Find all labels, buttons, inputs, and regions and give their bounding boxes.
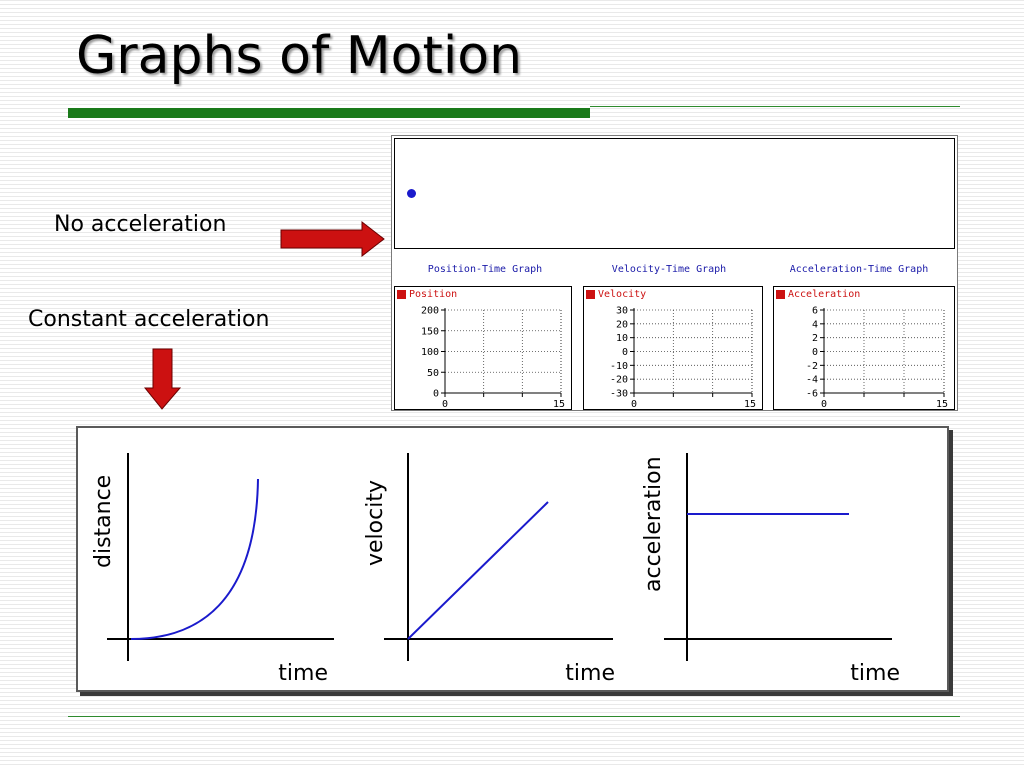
distance-time-label: time	[278, 661, 328, 686]
velocity-y-tick-label: -10	[610, 361, 628, 372]
acceleration-y-tick-label: 0	[812, 347, 818, 358]
position-y-tick-label: 150	[421, 326, 439, 337]
position-time-plot: 200 150 100 50 00 15	[421, 306, 565, 411]
motion-graphs-svg: distance time velocity time acceleration…	[91, 453, 900, 686]
acceleration-y-tick-label: 6	[812, 306, 818, 317]
velocity-y-tick-label: -30	[610, 389, 628, 400]
motion-simulation-panel: Position-Time Graph Velocity-Time Graph …	[391, 135, 958, 411]
velocity-legend-label: Velocity	[598, 289, 647, 300]
velocity-x-tick-label: 15	[744, 399, 756, 410]
acceleration-time-graph: acceleration time	[641, 453, 900, 686]
slide-title: Graphs of Motion	[76, 26, 523, 86]
position-y-tick-label: 0	[433, 389, 439, 400]
moving-object-dot	[407, 189, 416, 198]
velocity-graph-title: Velocity-Time Graph	[611, 264, 727, 275]
acceleration-legend-label: Acceleration	[788, 289, 861, 300]
right-arrow-icon	[280, 220, 385, 258]
acceleration-axis-label: acceleration	[641, 456, 666, 592]
acceleration-legend-swatch	[776, 290, 785, 299]
no-acceleration-label: No acceleration	[54, 212, 227, 237]
velocity-y-tick-label: 0	[622, 347, 628, 358]
velocity-legend: Velocity	[586, 289, 646, 300]
distance-axis-label: distance	[91, 475, 116, 568]
position-y-tick-label: 50	[427, 368, 439, 379]
velocity-y-tick-label: -20	[610, 375, 628, 386]
velocity-legend-swatch	[586, 290, 595, 299]
acceleration-legend: Acceleration	[776, 289, 860, 300]
constant-acceleration-label: Constant acceleration	[28, 307, 270, 332]
acceleration-time-label: time	[850, 661, 900, 686]
position-x-tick-label: 15	[553, 399, 565, 410]
position-graph-title: Position-Time Graph	[427, 264, 543, 275]
velocity-y-tick-label: 10	[616, 333, 628, 344]
velocity-line	[407, 501, 549, 640]
position-legend-label: Position	[409, 289, 458, 300]
motion-graphs-panel: distance time velocity time acceleration…	[76, 426, 949, 692]
acceleration-y-tick-label: -6	[806, 389, 818, 400]
velocity-y-tick-label: 30	[616, 306, 628, 317]
acceleration-y-tick-label: -2	[806, 361, 818, 372]
title-underline-bar	[68, 108, 590, 118]
acceleration-x-tick-label: 0	[821, 399, 827, 410]
velocity-time-graph: velocity time	[363, 453, 615, 686]
position-legend-swatch	[397, 290, 406, 299]
simulation-track	[394, 138, 955, 249]
acceleration-y-tick-label: 4	[812, 319, 818, 330]
distance-curve	[130, 478, 259, 640]
acceleration-y-tick-label: 2	[812, 333, 818, 344]
bottom-divider	[68, 716, 960, 717]
title-underline-thin	[590, 106, 960, 107]
velocity-y-tick-label: 20	[616, 319, 628, 330]
acceleration-y-tick-label: -4	[806, 375, 818, 386]
velocity-time-label: time	[565, 661, 615, 686]
position-x-tick-label: 0	[442, 399, 448, 410]
acceleration-x-tick-label: 15	[936, 399, 948, 410]
velocity-axis-label: velocity	[363, 480, 388, 566]
velocity-x-tick-label: 0	[631, 399, 637, 410]
distance-time-graph: distance time	[91, 453, 334, 686]
position-legend: Position	[397, 289, 457, 300]
position-y-tick-label: 200	[421, 306, 439, 317]
down-arrow-icon	[144, 348, 182, 410]
position-y-tick-label: 100	[421, 347, 439, 358]
acceleration-graph-title: Acceleration-Time Graph	[789, 264, 929, 275]
